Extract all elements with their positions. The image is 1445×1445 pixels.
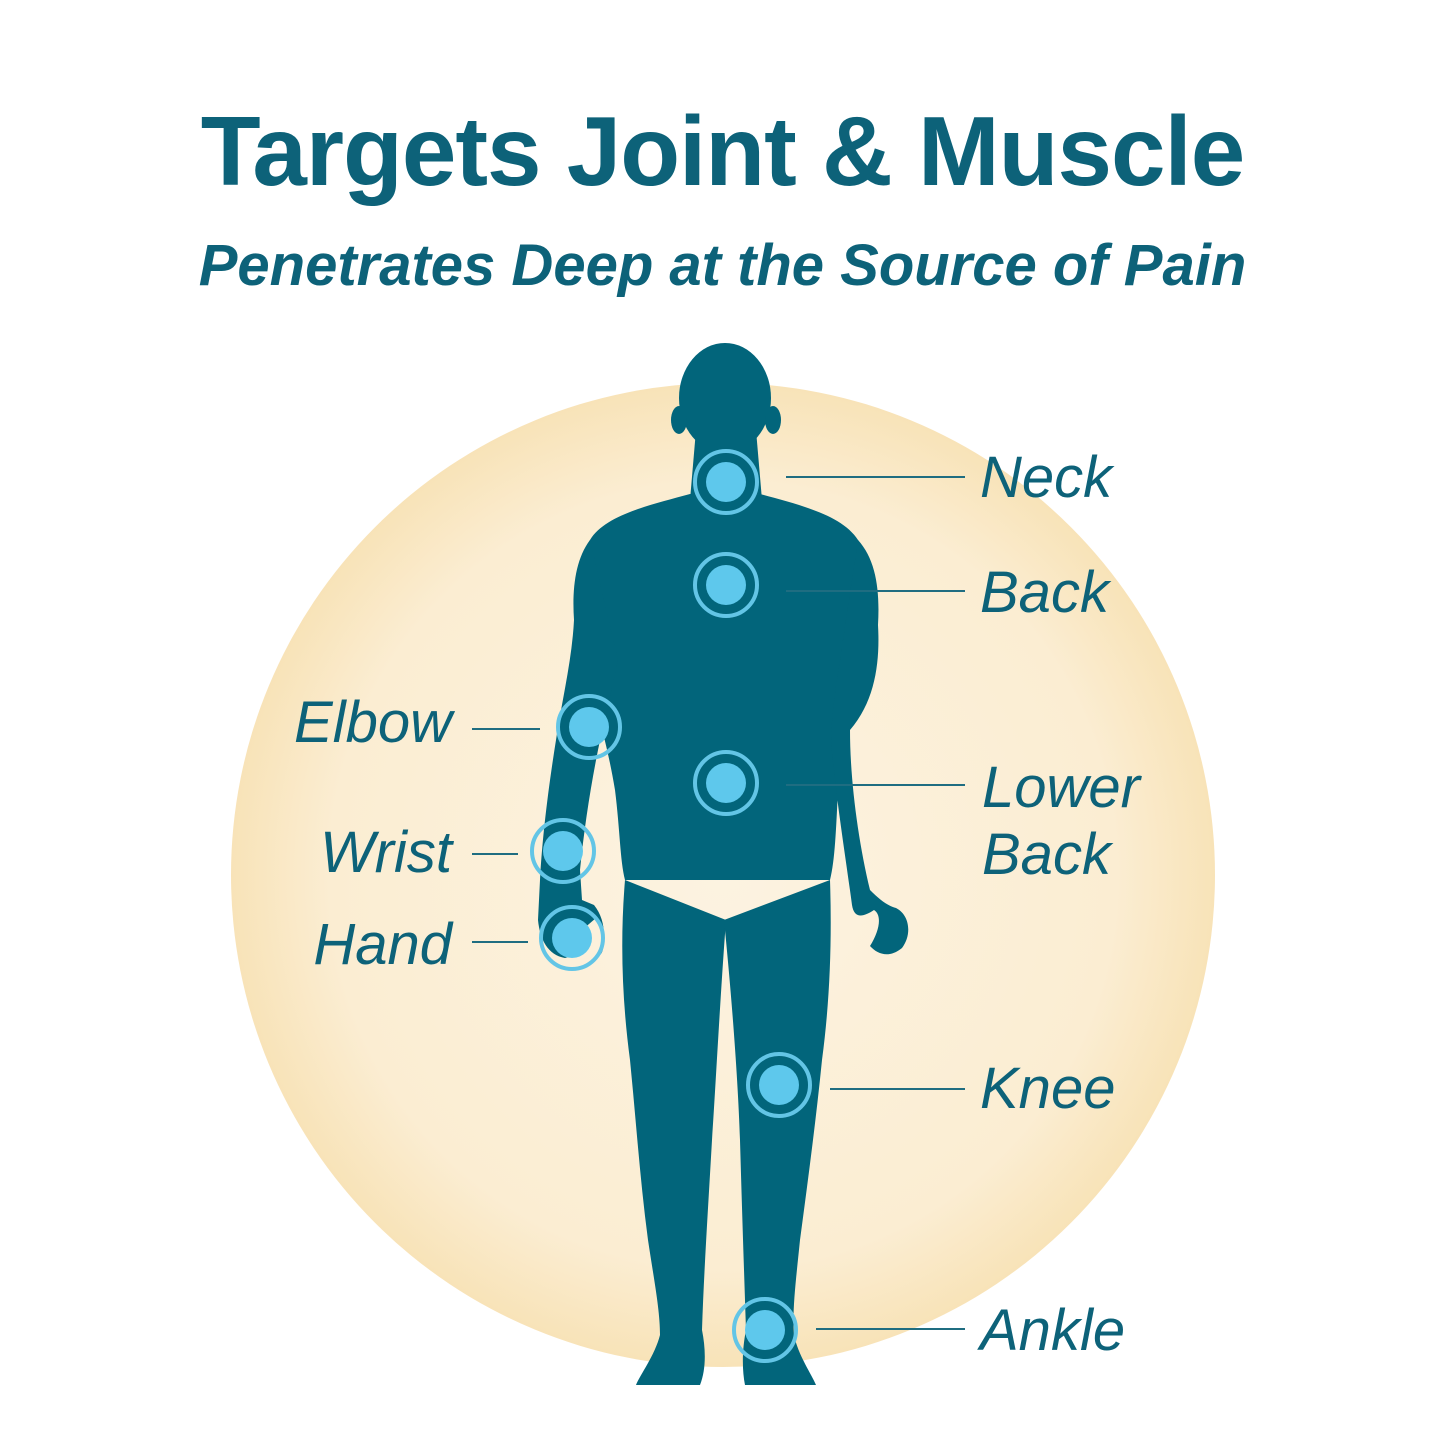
target-labels: Neck Back Elbow Lower Back Wrist Hand Kn…	[294, 445, 1143, 1363]
marker-elbow	[556, 694, 622, 760]
page-subtitle: Penetrates Deep at the Source of Pain	[198, 233, 1247, 298]
label-ankle: Ankle	[977, 1298, 1125, 1363]
marker-ankle	[732, 1297, 798, 1363]
label-neck: Neck	[980, 445, 1115, 510]
label-back: Back	[980, 560, 1112, 625]
label-hand: Hand	[313, 912, 453, 977]
label-elbow: Elbow	[294, 690, 455, 755]
label-lower-back-line2: Back	[982, 822, 1114, 887]
marker-hand	[539, 905, 605, 971]
label-wrist: Wrist	[320, 820, 455, 885]
marker-knee	[746, 1052, 812, 1118]
page-title: Targets Joint & Muscle	[200, 96, 1246, 206]
marker-back	[693, 552, 759, 618]
marker-neck	[693, 449, 759, 515]
label-knee: Knee	[980, 1056, 1115, 1121]
marker-lower-back	[693, 750, 759, 816]
target-markers	[530, 449, 812, 1363]
marker-wrist	[530, 818, 596, 884]
leader-lines	[472, 476, 965, 1330]
label-lower-back-line1: Lower	[982, 755, 1143, 820]
